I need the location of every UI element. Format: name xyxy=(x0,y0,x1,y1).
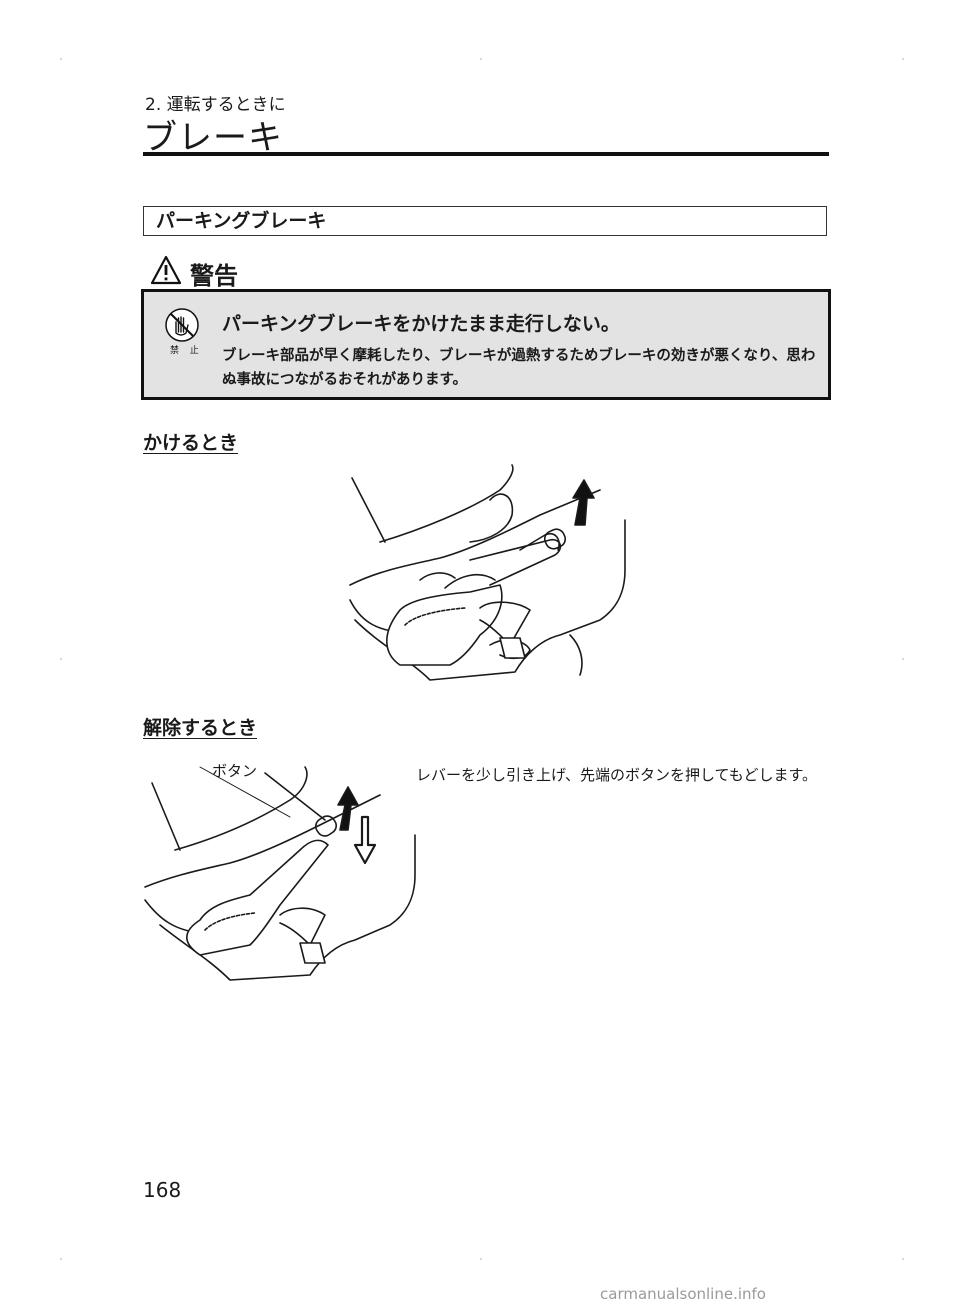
button-callout: ボタン xyxy=(212,762,258,780)
chapter-label: 2. 運転するときに xyxy=(145,95,286,115)
parking-brake-lever-release-illustration xyxy=(144,766,416,981)
page-title: ブレーキ xyxy=(143,118,283,158)
registration-dot xyxy=(60,1258,62,1260)
registration-dot xyxy=(60,658,62,660)
registration-dot xyxy=(480,58,482,60)
page-number: 168 xyxy=(143,1178,182,1202)
prohibited-caption: 禁 止 xyxy=(170,346,203,356)
registration-dot xyxy=(902,1258,904,1260)
warning-label: 警告 xyxy=(190,262,238,290)
registration-dot xyxy=(902,58,904,60)
watermark: carmanualsonline.info xyxy=(600,1285,766,1303)
title-rule xyxy=(143,152,829,156)
parking-brake-lever-pull-illustration xyxy=(349,464,626,681)
registration-dot xyxy=(902,658,904,660)
warning-box: 禁 止 パーキングブレーキをかけたまま走行しない。 ブレーキ部品が早く摩耗したり… xyxy=(141,289,831,400)
warning-title: パーキングブレーキをかけたまま走行しない。 xyxy=(222,313,620,335)
release-instructions: レバーを少し引き上げ、先端のボタンを押してもどします。 xyxy=(416,766,817,784)
registration-dot xyxy=(60,58,62,60)
section-title: パーキングブレーキ xyxy=(143,206,827,236)
registration-dot xyxy=(480,1258,482,1260)
warning-body: ブレーキ部品が早く摩耗したり、ブレーキが過熱するためブレーキの効きが悪くなり、思… xyxy=(222,348,816,388)
apply-heading: かけるとき xyxy=(143,432,239,454)
warning-triangle-icon xyxy=(150,255,182,285)
prohibited-hand-icon xyxy=(165,308,199,342)
release-heading: 解除するとき xyxy=(143,717,258,739)
